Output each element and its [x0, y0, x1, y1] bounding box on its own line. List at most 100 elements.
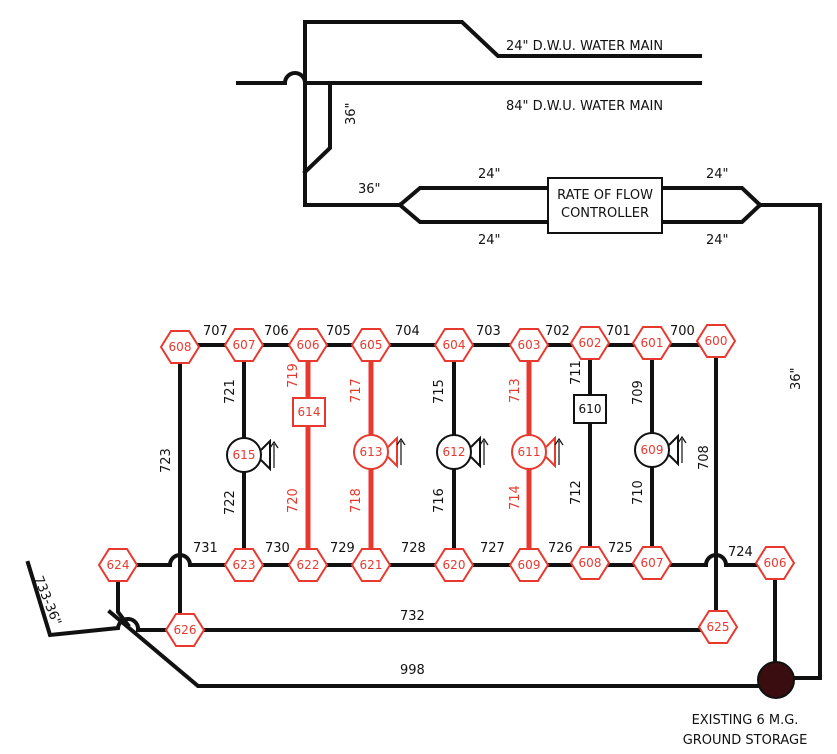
- ground-storage-tank[interactable]: [757, 661, 795, 699]
- pipe-controller-lower-left: [397, 202, 550, 224]
- pipe-label-711: 711: [569, 360, 584, 385]
- node-609-bottom-label: 609: [518, 558, 541, 572]
- node-601-top-label: 601: [641, 336, 664, 350]
- node-624[interactable]: 624: [97, 548, 139, 582]
- pipe-label-720: 720: [286, 488, 301, 513]
- label-36in-left: 36": [358, 182, 381, 197]
- pipe-label-729: 729: [330, 541, 355, 556]
- pipe-label-724: 724: [728, 545, 753, 560]
- pipe-controller-upper-right: [660, 186, 763, 208]
- label-24in-bottom-left: 24": [478, 233, 501, 248]
- pump-609-body: [634, 432, 670, 468]
- storage-label-line2: GROUND STORAGE: [683, 733, 808, 748]
- pipe-labels: 700 701 702 703 704 705 706 707 708 709 …: [30, 324, 753, 678]
- valve-610[interactable]: [573, 394, 607, 424]
- label-84in-main: 84" D.W.U. WATER MAIN: [506, 99, 663, 114]
- node-600-top-hexagon-icon: [695, 324, 737, 358]
- pipe-label-707: 707: [203, 324, 228, 339]
- pipe-label-706: 706: [264, 324, 289, 339]
- node-605-top[interactable]: 605: [350, 328, 392, 362]
- node-624-hexagon-icon: [97, 548, 139, 582]
- pipe-733: [25, 560, 141, 638]
- node-604-top[interactable]: 604: [433, 328, 475, 362]
- network-pipes: [25, 343, 777, 688]
- pump-615-body: [226, 437, 262, 473]
- node-609-bottom-hexagon-icon: [508, 548, 550, 582]
- node-601-top-hexagon-icon: [631, 326, 673, 360]
- pump-612-body: [436, 434, 472, 470]
- node-606-bottom-label: 606: [764, 556, 787, 570]
- node-620[interactable]: 620: [433, 548, 475, 582]
- pump-611-outlet-icon: [545, 435, 556, 469]
- pipe-controller-upper-left: [303, 186, 550, 207]
- node-601-top[interactable]: 601: [631, 326, 673, 360]
- pipe-label-708: 708: [697, 445, 712, 470]
- pipe-label-709: 709: [631, 380, 646, 405]
- pipe-label-728: 728: [401, 541, 426, 556]
- node-607-bottom[interactable]: 607: [631, 546, 673, 580]
- pump-611-body: [511, 434, 547, 470]
- pipe-label-702: 702: [545, 324, 570, 339]
- pump-611-flow-arrow-icon: [554, 437, 564, 465]
- node-608-bottom[interactable]: 608: [569, 546, 611, 580]
- valve-614-label: 614: [298, 405, 321, 419]
- pump-609-flow-arrow-icon: [677, 435, 687, 463]
- node-622-hexagon-icon: [287, 548, 329, 582]
- node-607-top[interactable]: 607: [223, 328, 265, 362]
- node-622-label: 622: [297, 558, 320, 572]
- node-602-top-hexagon-icon: [569, 326, 611, 360]
- node-621[interactable]: 621: [350, 548, 392, 582]
- pipe-label-715: 715: [432, 379, 447, 404]
- node-626[interactable]: 626: [164, 613, 206, 647]
- pump-615-label: 615: [233, 448, 256, 462]
- pump-612-outlet-icon: [470, 435, 481, 469]
- valves: 614 610: [292, 394, 607, 427]
- pump-615[interactable]: 615: [226, 437, 279, 473]
- pipe-label-700: 700: [670, 324, 695, 339]
- node-608-bottom-label: 608: [579, 556, 602, 570]
- label-24in-bottom-right: 24": [706, 233, 729, 248]
- node-602-top[interactable]: 602: [569, 326, 611, 360]
- node-622[interactable]: 622: [287, 548, 329, 582]
- node-625-hexagon-icon: [697, 610, 739, 644]
- node-603-top[interactable]: 603: [508, 328, 550, 362]
- node-607-bottom-label: 607: [641, 556, 664, 570]
- pipe-label-704: 704: [395, 324, 420, 339]
- pump-612[interactable]: 612: [436, 434, 489, 470]
- water-mains: [236, 20, 702, 207]
- label-36in-right: 36": [789, 367, 804, 390]
- valve-614[interactable]: [292, 397, 326, 427]
- node-608-bottom-hexagon-icon: [569, 546, 611, 580]
- node-609-bottom[interactable]: 609: [508, 548, 550, 582]
- pump-615-flow-arrow-icon: [269, 440, 279, 468]
- pipe-label-721: 721: [223, 379, 238, 404]
- rate-of-flow-controller[interactable]: [547, 177, 663, 234]
- node-606-top[interactable]: 606: [287, 328, 329, 362]
- node-600-top[interactable]: 600: [695, 324, 737, 358]
- pump-611[interactable]: 611: [511, 434, 564, 470]
- node-605-top-hexagon-icon: [350, 328, 392, 362]
- node-626-hexagon-icon: [164, 613, 206, 647]
- node-607-bottom-hexagon-icon: [631, 546, 673, 580]
- flow-controller-piping: [303, 186, 822, 680]
- label-24in-top-right: 24": [706, 167, 729, 182]
- pipe-label-725: 725: [608, 541, 633, 556]
- pump-609-outlet-icon: [668, 433, 679, 467]
- node-602-top-label: 602: [579, 336, 602, 350]
- node-620-label: 620: [443, 558, 466, 572]
- pipe-label-714: 714: [508, 485, 523, 510]
- node-626-label: 626: [174, 623, 197, 637]
- pump-615-outlet-icon: [260, 438, 271, 472]
- pipe-label-727: 727: [480, 541, 505, 556]
- node-623[interactable]: 623: [223, 548, 265, 582]
- node-606-top-label: 606: [297, 338, 320, 352]
- node-625[interactable]: 625: [697, 610, 739, 644]
- pump-613[interactable]: 613: [353, 434, 406, 470]
- node-608-top[interactable]: 608: [159, 330, 201, 364]
- pump-612-flow-arrow-icon: [479, 437, 489, 465]
- node-604-top-hexagon-icon: [433, 328, 475, 362]
- node-606-bottom[interactable]: 606: [754, 546, 796, 580]
- pipe-label-716: 716: [432, 488, 447, 513]
- pump-609[interactable]: 609: [634, 432, 687, 468]
- pump-613-flow-arrow-icon: [396, 437, 406, 465]
